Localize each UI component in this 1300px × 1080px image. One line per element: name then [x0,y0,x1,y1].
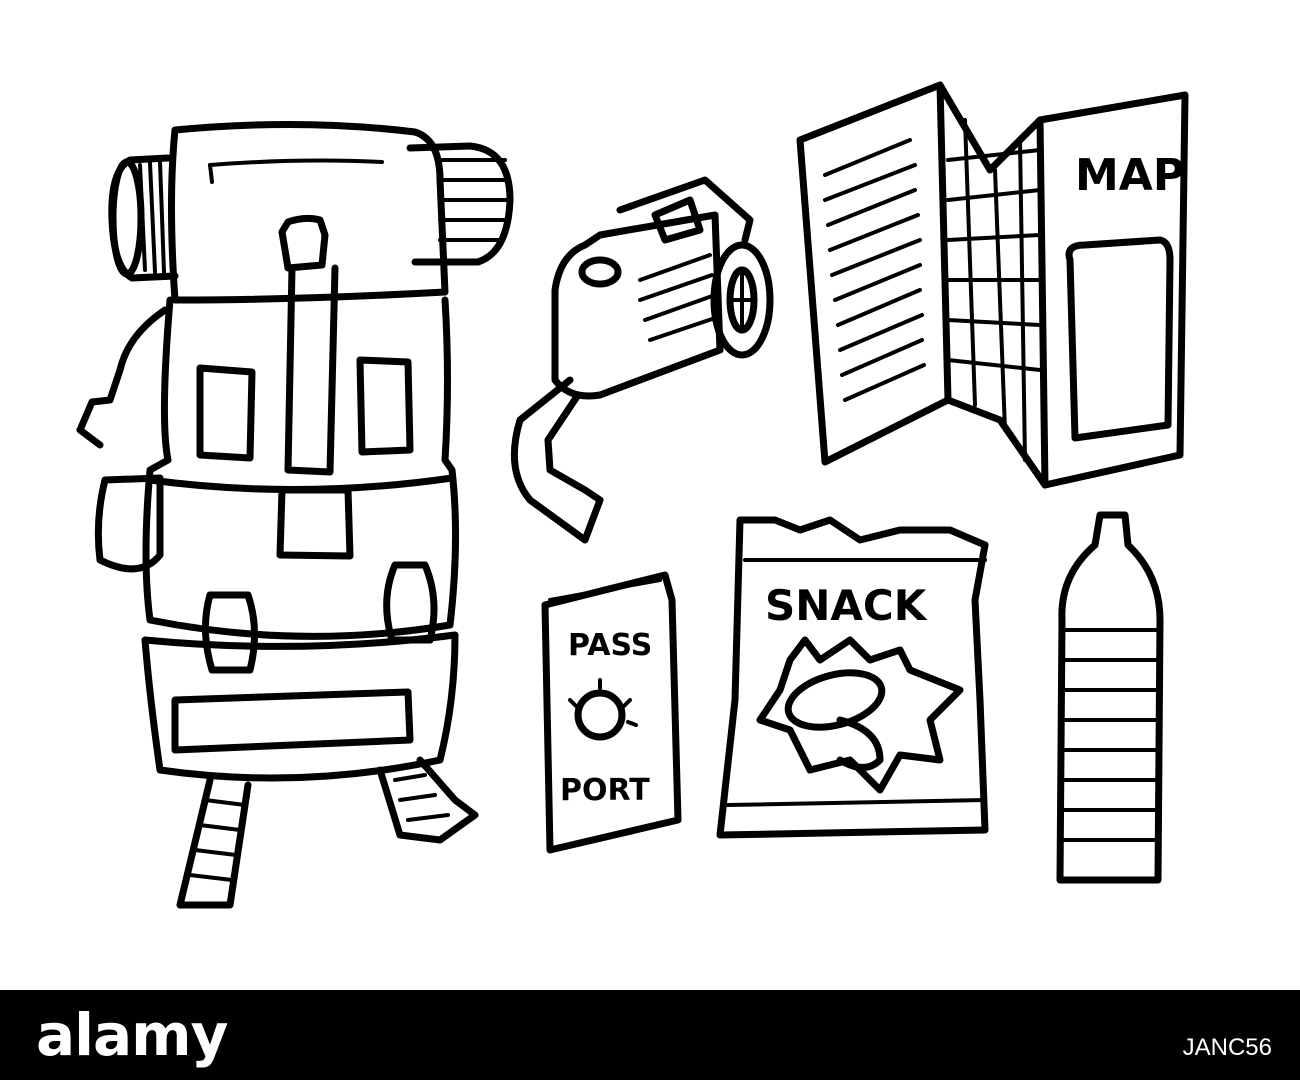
snack-bag-drawing: SNACK [716,516,989,839]
snack-label: SNACK [765,581,928,630]
map-label: MAP [1075,150,1185,201]
map-drawing: MAP [796,81,1189,489]
camera-drawing [510,176,774,544]
passport-label-top: PASS [568,628,652,663]
water-bottle-drawing [1056,511,1164,884]
watermark-footer-bar: alamy JANC56 [0,990,1300,1080]
passport-label-bottom: PORT [560,773,650,808]
alamy-logo: alamy [36,1001,228,1069]
backpack-drawing [76,120,514,909]
passport-drawing: PASS PORT [541,571,682,854]
travel-items-illustration: MAP PASS PORT SNACK [76,81,1189,909]
image-id-label: JANC56 [1182,1034,1272,1061]
